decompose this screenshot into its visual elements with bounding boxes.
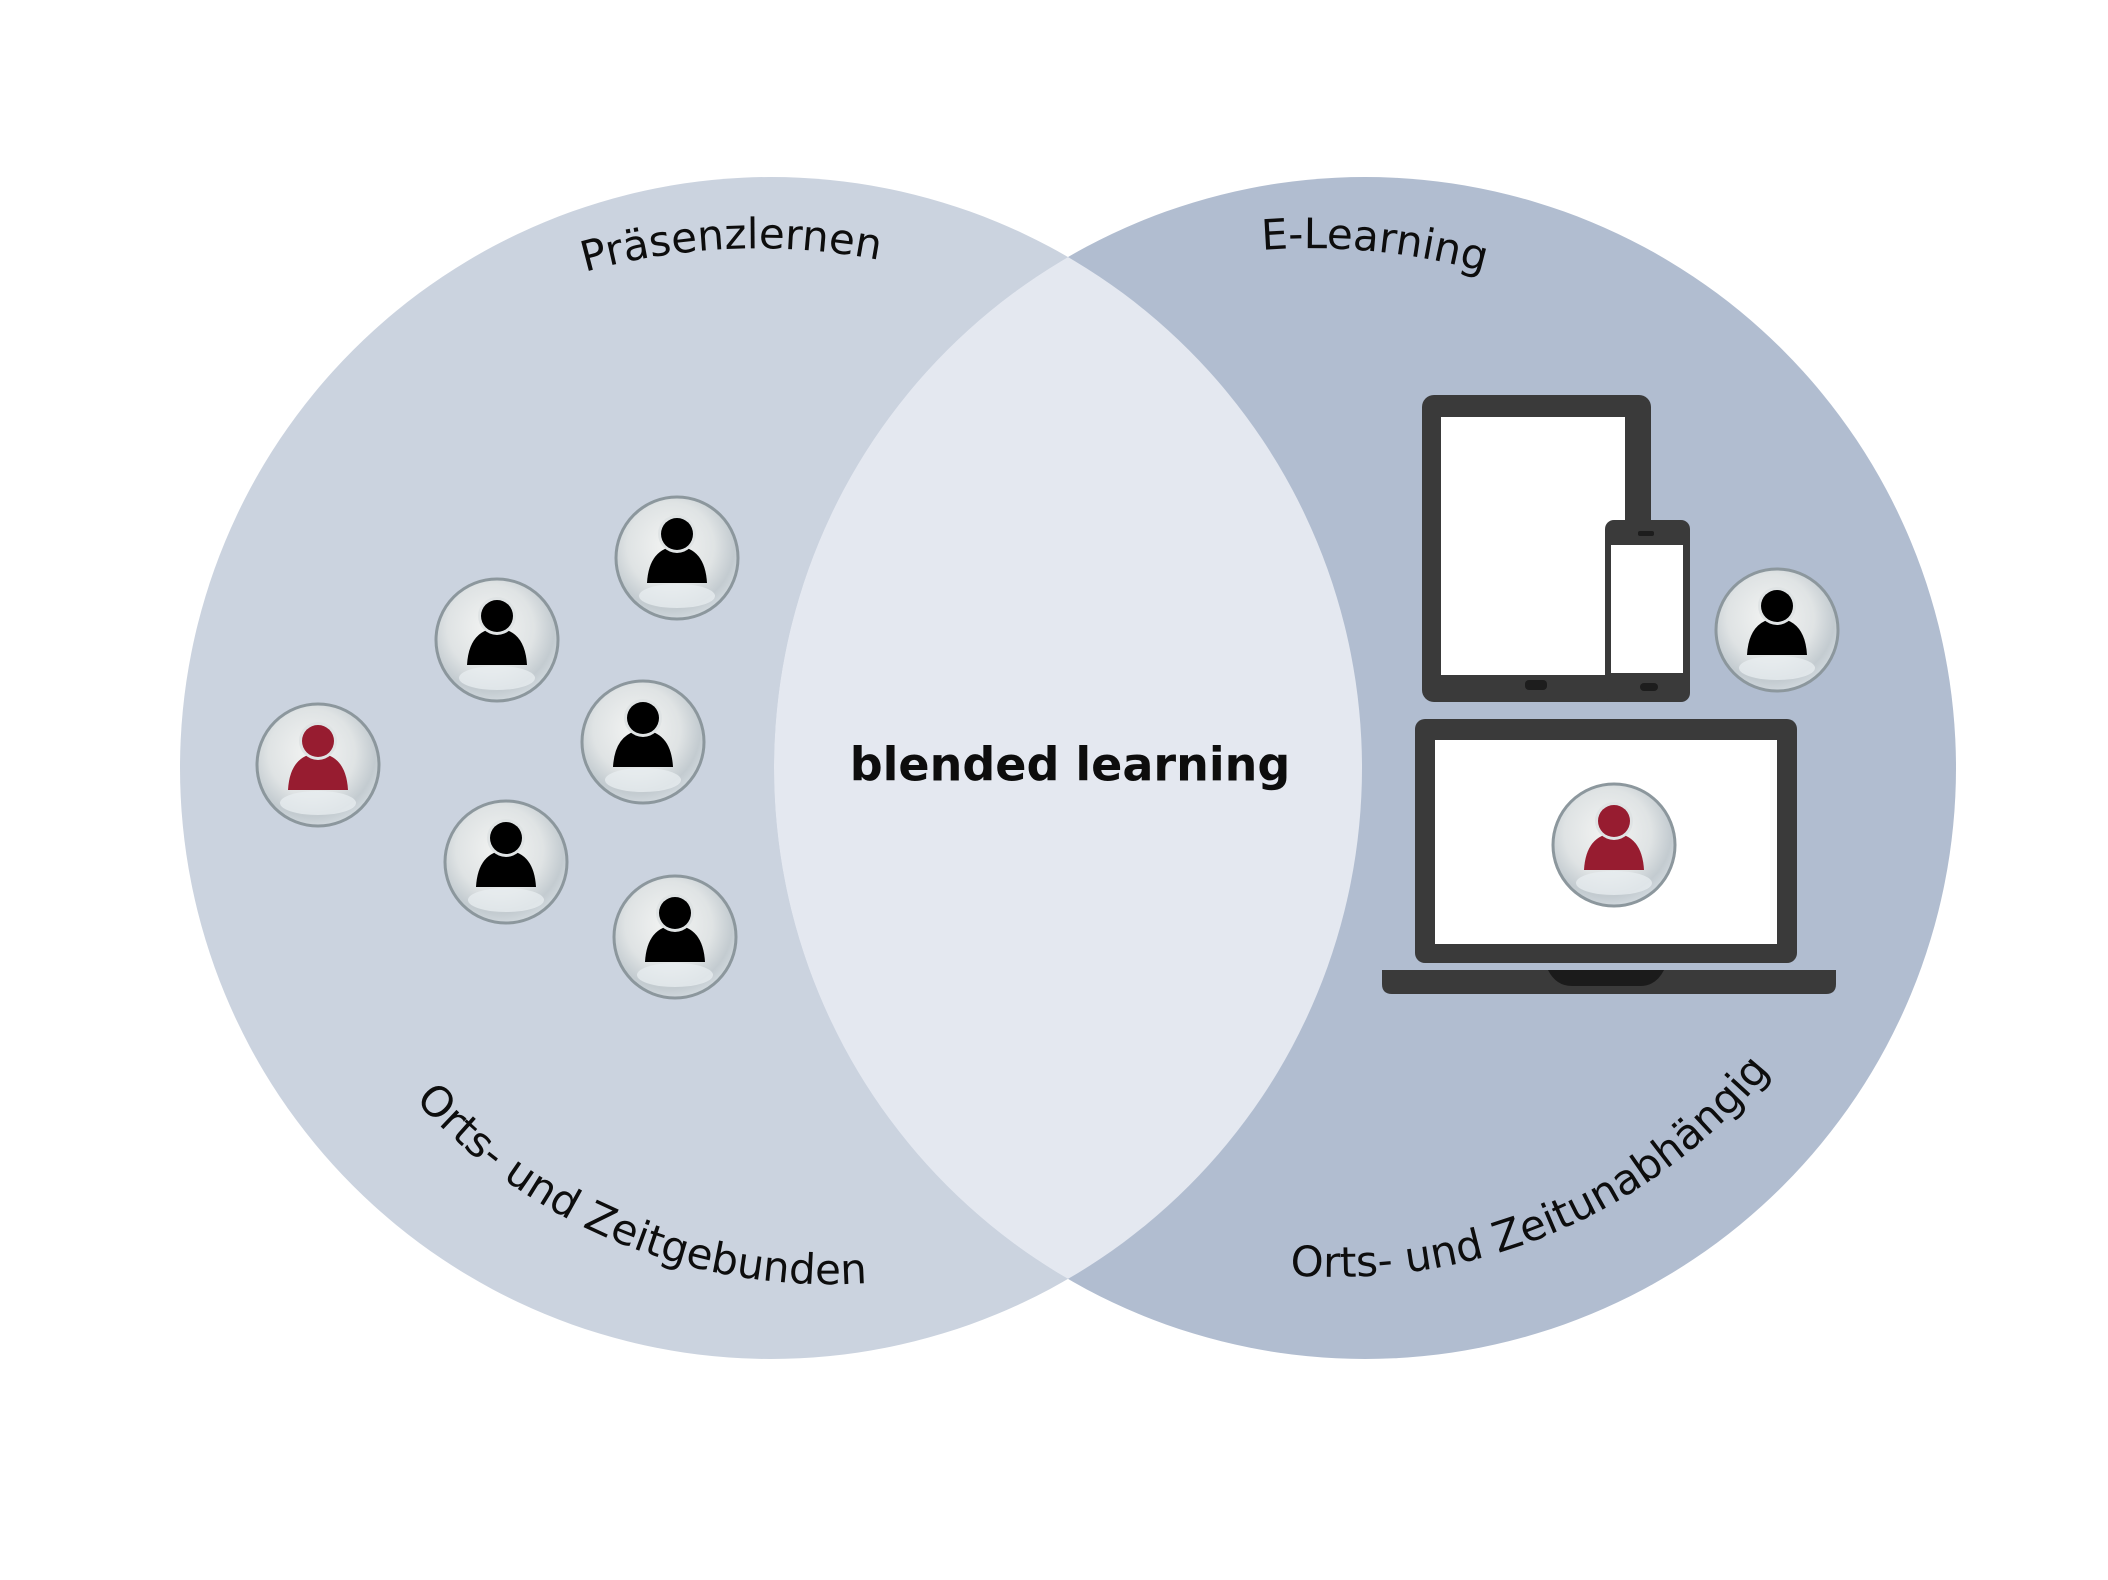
user-icon — [1714, 567, 1840, 693]
badge-shine — [468, 888, 544, 912]
badge-shine — [637, 963, 713, 987]
person-head — [661, 518, 693, 550]
user-icon — [443, 799, 569, 925]
smartphone-icon — [1605, 520, 1690, 702]
person-body — [647, 546, 707, 583]
person-body — [645, 925, 705, 962]
user-icon — [612, 874, 738, 1000]
person-body — [1747, 618, 1807, 655]
user-icon — [255, 702, 381, 828]
laptop-icon — [1382, 719, 1836, 994]
person-body — [1584, 833, 1644, 870]
badge-shine — [1576, 871, 1652, 895]
badge-shine — [1739, 656, 1815, 680]
intersection-label: blended learning — [850, 738, 1291, 792]
user-icon — [434, 577, 560, 703]
learner-group — [255, 495, 740, 1000]
badge-shine — [639, 584, 715, 608]
intersection-region — [774, 177, 1362, 1359]
person-head — [659, 897, 691, 929]
badge-shine — [280, 791, 356, 815]
person-head — [302, 725, 334, 757]
tablet-icon — [1422, 395, 1651, 702]
person-body — [467, 628, 527, 665]
user-icon — [580, 679, 706, 805]
person-head — [490, 822, 522, 854]
person-head — [481, 600, 513, 632]
badge-shine — [605, 768, 681, 792]
user-icon — [614, 495, 740, 621]
person-body — [288, 753, 348, 790]
person-body — [476, 850, 536, 887]
person-head — [627, 702, 659, 734]
person-body — [613, 730, 673, 767]
person-head — [1598, 805, 1630, 837]
person-head — [1761, 590, 1793, 622]
badge-shine — [459, 666, 535, 690]
user-icon — [1551, 782, 1677, 908]
